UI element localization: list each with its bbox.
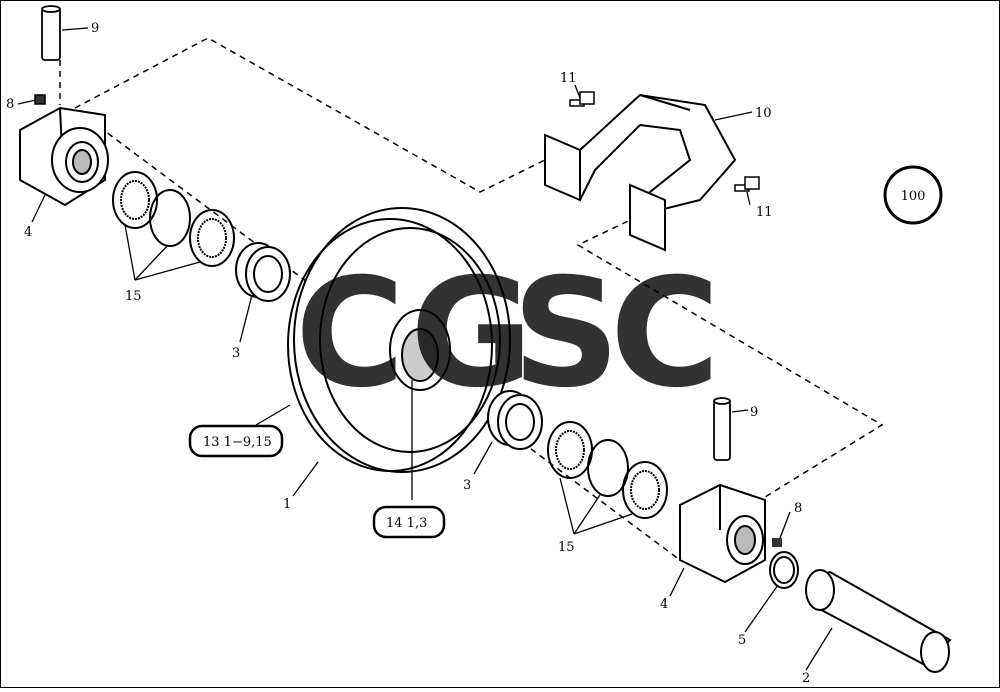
callout-11-bottom: 11 bbox=[756, 205, 773, 220]
seal-group-left bbox=[112, 171, 235, 267]
bearing-block-left bbox=[19, 106, 109, 207]
callout-2: 2 bbox=[802, 671, 810, 686]
watermark-letter-3: S bbox=[512, 247, 620, 421]
watermark-letter-4: C bbox=[610, 247, 720, 421]
callout-9-right: 9 bbox=[750, 405, 758, 420]
callout-5: 5 bbox=[738, 633, 746, 648]
svg-text:14 1,3: 14 1,3 bbox=[386, 516, 427, 531]
callout-labels: 9 8 4 15 3 1 3 15 4 5 2 9 8 11 11 10 bbox=[6, 21, 810, 686]
callout-1: 1 bbox=[283, 497, 291, 512]
collar-right bbox=[487, 390, 543, 450]
page-reference-circle: 100 bbox=[883, 165, 943, 225]
pin-right bbox=[713, 397, 731, 461]
callout-8-right: 8 bbox=[794, 501, 802, 516]
collar-left bbox=[235, 242, 291, 302]
svg-text:13 1−9,15: 13 1−9,15 bbox=[203, 435, 272, 450]
bolt-top-left bbox=[34, 94, 46, 105]
callout-3-right: 3 bbox=[463, 478, 471, 493]
watermark-letter-2: G bbox=[410, 247, 533, 421]
leader-lines bbox=[17, 27, 833, 671]
bearing-block-right bbox=[679, 483, 766, 584]
callout-8-top: 8 bbox=[6, 97, 14, 112]
seal-group-right bbox=[547, 421, 668, 519]
reference-box-14: 14 1,3 bbox=[372, 505, 446, 539]
bolt-yoke-bottom bbox=[734, 176, 760, 192]
reference-box-13: 13 1−9,15 bbox=[188, 424, 284, 458]
svg-text:100: 100 bbox=[901, 189, 926, 204]
shaft bbox=[805, 569, 952, 673]
callout-11-top: 11 bbox=[560, 71, 577, 86]
snap-ring bbox=[769, 551, 799, 589]
bolt-right bbox=[772, 538, 782, 547]
callout-9-top: 9 bbox=[91, 21, 99, 36]
callout-4-right: 4 bbox=[660, 597, 668, 612]
idler-wheel bbox=[287, 207, 511, 473]
watermark-letter-1: C bbox=[295, 247, 405, 421]
callout-10: 10 bbox=[755, 106, 772, 121]
callout-4-left: 4 bbox=[24, 225, 32, 240]
callout-3-left: 3 bbox=[232, 346, 240, 361]
bolt-yoke-top bbox=[569, 91, 595, 107]
yoke-bracket bbox=[544, 93, 737, 252]
callout-15-right: 15 bbox=[558, 540, 575, 555]
callout-15-left: 15 bbox=[125, 289, 142, 304]
pin-top bbox=[41, 5, 61, 61]
watermark-cgsc: C G S C bbox=[295, 247, 720, 421]
